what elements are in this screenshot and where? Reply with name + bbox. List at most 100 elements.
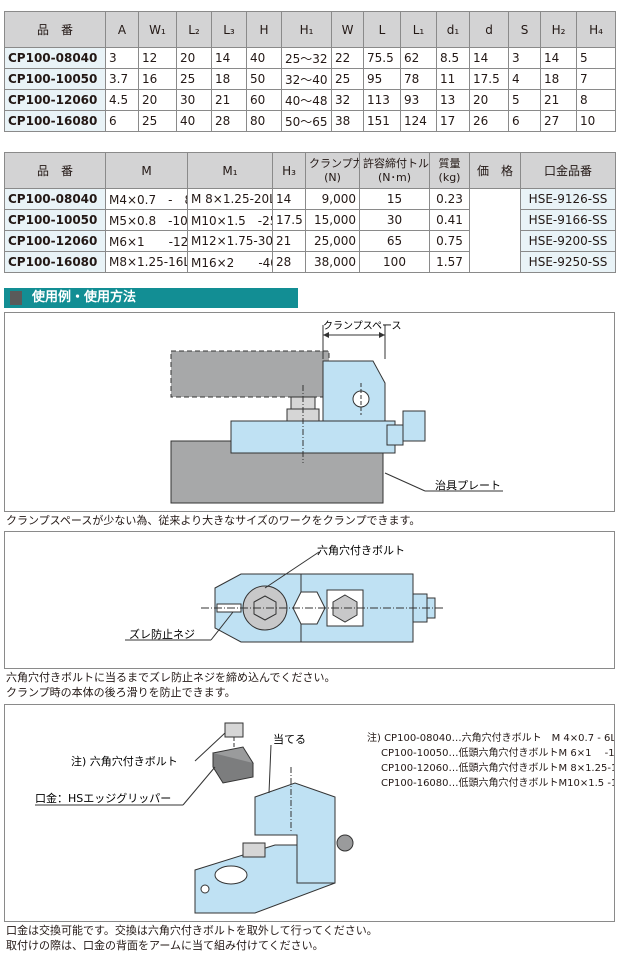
figure-3-drawing: 注) 六角穴付きボルト 当てる 口金：HSエッジグリッパー 注) CP100-0… [35, 722, 615, 914]
model-cell: CP100-16080 [4, 251, 106, 273]
header-cell: H₄ [576, 11, 616, 48]
figure-anti-slip-screw: 六角穴付きボルト ズレ防止ネジ [4, 531, 615, 669]
value-cell: 27 [540, 110, 577, 132]
label-contact: 当てる [273, 732, 306, 746]
value-cell: 25 [331, 68, 364, 90]
header-cell: H₂ [540, 11, 577, 48]
value-cell: 100 [359, 251, 430, 273]
value-cell: 40 [176, 110, 212, 132]
header-text: 許容締付トルク [363, 156, 429, 170]
value-cell: 11 [436, 68, 470, 90]
value-cell: 38 [331, 110, 364, 132]
figure-2-drawing: 六角穴付きボルト ズレ防止ネジ [125, 543, 445, 643]
value-cell: M8×1.25-16L [105, 251, 188, 273]
value-cell: 14 [540, 47, 577, 69]
clamp-arm-shape [254, 782, 336, 884]
label-hex-bolt: 六角穴付きボルト [317, 543, 405, 557]
value-cell: M16×2 -40L [187, 251, 273, 273]
value-cell: 28 [211, 110, 247, 132]
value-cell: 0.23 [429, 188, 470, 210]
value-cell: 25 [138, 110, 177, 132]
value-cell: 3 [105, 47, 139, 69]
value-cell: 22 [331, 47, 364, 69]
value-cell: 32 [331, 89, 364, 111]
value-cell: 18 [211, 68, 247, 90]
value-cell: 20 [469, 89, 509, 111]
spec-table-dimensions: 品 番 A W₁ L₂ L₃ H H₁ W L L₁ d₁ d S H₂ H₄ … [4, 11, 616, 132]
label-jaw: 口金：HSエッジグリッパー [35, 791, 171, 805]
value-cell: 6 [508, 110, 541, 132]
figure-clamp-space: クランプスペース 治具プレート [4, 312, 615, 512]
value-cell: 17.5 [272, 209, 306, 231]
figure-jaw-replacement: 注) 六角穴付きボルト 当てる 口金：HSエッジグリッパー 注) CP100-0… [4, 704, 615, 922]
value-cell: 62 [400, 47, 437, 69]
value-cell: 25,000 [305, 230, 360, 252]
label-jig-plate: 治具プレート [435, 478, 501, 492]
value-cell: 28 [272, 251, 306, 273]
header-cell: L₁ [400, 11, 437, 48]
side-screw-shape [386, 424, 404, 446]
header-cell: d [469, 11, 509, 48]
value-cell: 21 [211, 89, 247, 111]
value-cell: 93 [400, 89, 437, 111]
header-cell: A [105, 11, 139, 48]
value-cell: 75.5 [363, 47, 401, 69]
bolt-note-1: 注) CP100-08040…六角穴付きボルト M 4×0.7 - 6L [367, 731, 615, 744]
value-cell: 32～40 [281, 68, 332, 90]
figure2-caption-2: クランプ時の本体の後ろ滑りを防止できます。 [6, 686, 236, 699]
value-cell: 40～48 [281, 89, 332, 111]
header-cell-clamp: クランプ力 (N) [305, 152, 360, 189]
clamp-arm-shape [322, 360, 386, 422]
value-cell: 30 [359, 209, 430, 231]
value-cell: 50～65 [281, 110, 332, 132]
value-cell: 12 [138, 47, 177, 69]
value-cell: 21 [272, 230, 306, 252]
value-cell: 95 [363, 68, 401, 90]
value-cell: HSE-9250-SS [520, 251, 616, 273]
value-cell: 16 [138, 68, 177, 90]
value-cell: 17 [436, 110, 470, 132]
header-cell: 品 番 [4, 152, 106, 189]
header-cell: W [331, 11, 364, 48]
label-hex-bolt-note: 注) 六角穴付きボルト [71, 754, 178, 768]
value-cell: M5×0.8 -10L [105, 209, 188, 231]
value-cell: 38,000 [305, 251, 360, 273]
figure2-caption-1: 六角穴付きボルトに当るまでズレ防止ネジを締め込んでください。 [6, 671, 336, 684]
label-anti-slip-screw: ズレ防止ネジ [129, 627, 195, 641]
model-cell: CP100-16080 [4, 110, 106, 132]
model-cell: CP100-10050 [4, 209, 106, 231]
header-text: 質量 [438, 156, 461, 170]
header-cell: L₂ [176, 11, 212, 48]
value-cell: 113 [363, 89, 401, 111]
value-cell: 7 [576, 68, 616, 90]
value-cell: 3.7 [105, 68, 139, 90]
label-clamp-space: クランプスペース [323, 320, 402, 332]
value-cell: 25～32 [281, 47, 332, 69]
value-cell: 15 [359, 188, 430, 210]
figure1-caption: クランプスペースが少ない為、従来より大きなサイズのワークをクランプできます。 [6, 514, 421, 527]
header-cell: S [508, 11, 541, 48]
value-cell: HSE-9126-SS [520, 188, 616, 210]
value-cell: M4×0.7 - 8L [105, 188, 188, 210]
value-cell: 5 [576, 47, 616, 69]
bolt-note-2: CP100-10050…低頭六角穴付きボルトM 6×1 -10L [381, 746, 615, 759]
price-cell [469, 188, 521, 273]
figure-1-drawing: クランプスペース 治具プレート [170, 320, 503, 504]
figure3-caption-1: 口金は交換可能です。交換は六角穴付きボルトを取外して行ってください。 [6, 924, 378, 937]
value-cell: 15,000 [305, 209, 360, 231]
value-cell: 0.41 [429, 209, 470, 231]
base-hole-shape [214, 865, 248, 885]
model-cell: CP100-10050 [4, 68, 106, 90]
model-cell: CP100-08040 [4, 188, 106, 210]
base-bolt-shape [242, 842, 266, 858]
model-cell: CP100-12060 [4, 230, 106, 252]
value-cell: 4.5 [105, 89, 139, 111]
header-cell-torque: 許容締付トルク (N･m) [359, 152, 430, 189]
header-unit: (kg) [438, 170, 461, 184]
header-cell: L [363, 11, 401, 48]
